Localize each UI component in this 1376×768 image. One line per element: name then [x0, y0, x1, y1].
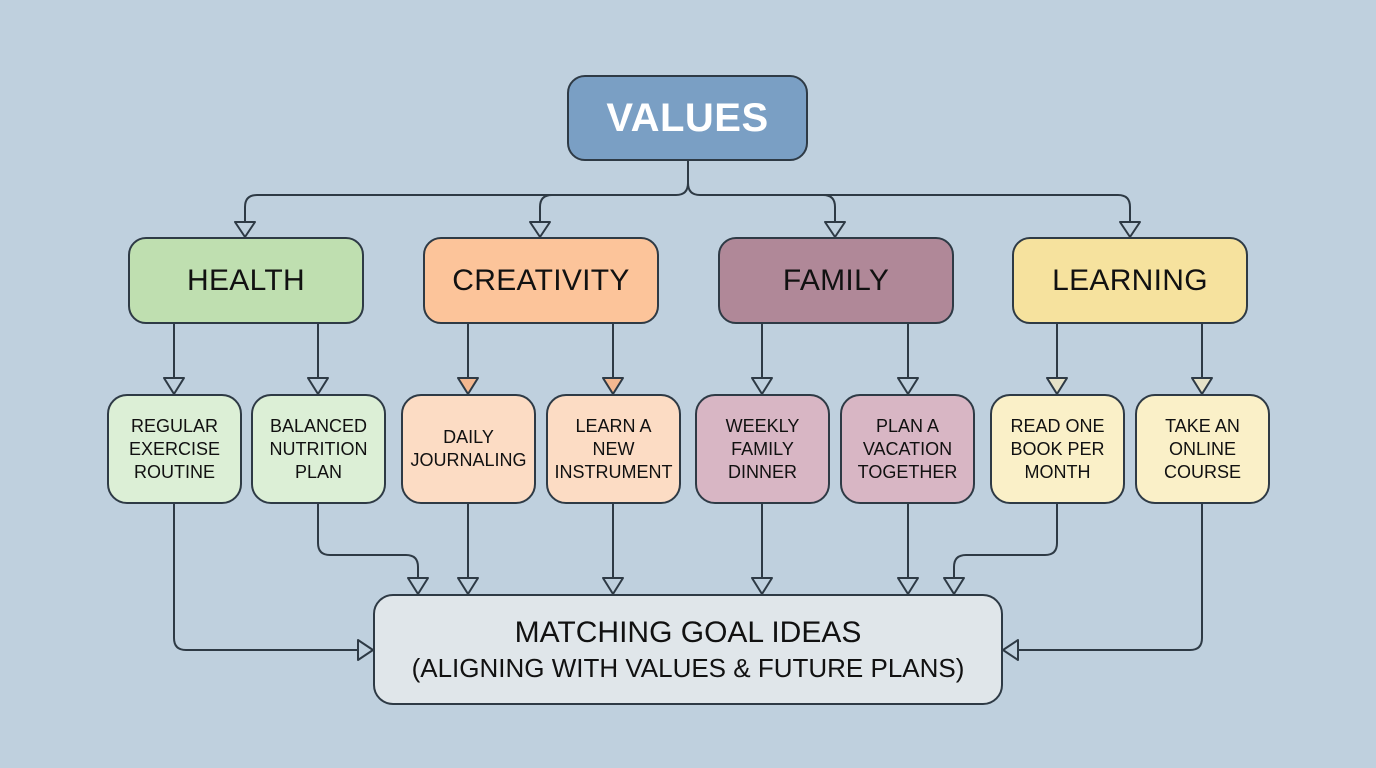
values-root-label: VALUES: [606, 95, 769, 140]
goal-label: PLAN A VACATION TOGETHER: [857, 415, 958, 482]
category-label: CREATIVITY: [452, 263, 630, 297]
matching-goal-ideas-node: MATCHING GOAL IDEAS (ALIGNING WITH VALUE…: [373, 594, 1003, 705]
category-node-family: FAMILY: [718, 237, 954, 324]
category-node-creativity: CREATIVITY: [423, 237, 659, 324]
goal-node-plan-vacation: PLAN A VACATION TOGETHER: [840, 394, 975, 504]
goal-node-balanced-nutrition: BALANCED NUTRITION PLAN: [251, 394, 386, 504]
goal-label: TAKE AN ONLINE COURSE: [1163, 415, 1241, 482]
goal-label: DAILY JOURNALING: [410, 427, 527, 470]
values-root-node: VALUES: [567, 75, 808, 161]
goal-node-online-course: TAKE AN ONLINE COURSE: [1135, 394, 1270, 504]
goal-label: READ ONE BOOK PER MONTH: [1010, 415, 1105, 482]
category-node-learning: LEARNING: [1012, 237, 1248, 324]
goal-label: LEARN A NEW INSTRUMENT: [554, 415, 673, 482]
category-label: LEARNING: [1052, 263, 1208, 297]
outcome-subtitle: (ALIGNING WITH VALUES & FUTURE PLANS): [411, 652, 965, 683]
category-label: HEALTH: [187, 263, 305, 297]
goal-node-daily-journaling: DAILY JOURNALING: [401, 394, 536, 504]
outcome-title: MATCHING GOAL IDEAS: [514, 615, 862, 649]
goal-node-learn-instrument: LEARN A NEW INSTRUMENT: [546, 394, 681, 504]
goal-label: REGULAR EXERCISE ROUTINE: [128, 415, 221, 482]
category-node-health: HEALTH: [128, 237, 364, 324]
goal-node-read-book: READ ONE BOOK PER MONTH: [990, 394, 1125, 504]
goal-node-weekly-family-dinner: WEEKLY FAMILY DINNER: [695, 394, 830, 504]
goal-label: BALANCED NUTRITION PLAN: [269, 415, 368, 482]
goal-node-regular-exercise: REGULAR EXERCISE ROUTINE: [107, 394, 242, 504]
arrow-head-icon: [234, 221, 256, 238]
category-label: FAMILY: [782, 263, 890, 297]
goal-label: WEEKLY FAMILY DINNER: [725, 415, 800, 482]
